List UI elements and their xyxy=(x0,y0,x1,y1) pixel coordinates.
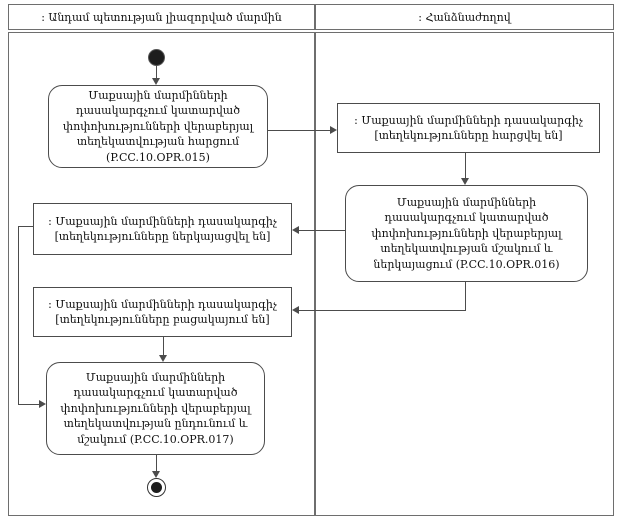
arrowhead-right-icon xyxy=(39,400,46,408)
action-node-opr016: Մաքսային մարմինների դասակարգչում կատարվա… xyxy=(345,185,588,282)
edge-opr016-to-absent-segment-v xyxy=(465,282,466,310)
object-node-classifier-requested-state: [տեղեկությունները հարցվել են] xyxy=(374,129,563,142)
arrowhead-right-icon xyxy=(330,126,337,134)
action-node-opr015: Մաքսային մարմինների դասակարգչում կատարվա… xyxy=(48,85,268,168)
edge-absent-to-opr017 xyxy=(163,337,164,356)
action-node-opr016-label: Մաքսային մարմինների դասակարգչում կատարվա… xyxy=(371,196,562,271)
object-node-classifier-requested: : Մաքսային մարմինների դասակարգիչ [տեղեկո… xyxy=(337,103,600,153)
swimlane-right-title: : Հանձնաժողով xyxy=(418,10,511,24)
arrowhead-left-icon xyxy=(292,306,299,314)
arrowhead-down-icon xyxy=(152,78,160,85)
action-node-opr015-label: Մաքսային մարմինների դասակարգչում կատարվա… xyxy=(62,89,254,164)
edge-opr016-to-presented xyxy=(299,230,345,231)
initial-node xyxy=(148,49,165,66)
edge-opr016-to-absent-segment-h xyxy=(299,310,466,311)
object-node-classifier-presented-title: : Մաքսային մարմինների դասակարգիչ xyxy=(48,214,277,228)
edge-requested-to-opr016 xyxy=(465,153,466,179)
edge-presented-to-opr017-segment-h2 xyxy=(18,404,39,405)
edge-presented-to-opr017-segment-v xyxy=(18,226,19,405)
action-node-opr017-label: Մաքսային մարմինների դասակարգչում կատարվա… xyxy=(60,371,251,446)
arrowhead-down-icon xyxy=(152,471,160,478)
object-node-classifier-presented: : Մաքսային մարմինների դասակարգիչ [տեղեկո… xyxy=(33,203,292,255)
object-node-classifier-absent-title: : Մաքսային մարմինների դասակարգիչ xyxy=(48,297,277,311)
object-node-classifier-absent: : Մաքսային մարմինների դասակարգիչ [տեղեկո… xyxy=(33,287,292,337)
edge-presented-to-opr017-segment-h1 xyxy=(18,226,33,227)
edge-start-to-opr015 xyxy=(156,65,157,79)
edge-opr017-to-final xyxy=(156,455,157,471)
action-node-opr017: Մաքսային մարմինների դասակարգչում կատարվա… xyxy=(46,362,265,455)
swimlane-left-title: : Անդամ պետության լիազորված մարմին xyxy=(41,10,282,24)
swimlane-right-header: : Հանձնաժողով xyxy=(315,4,614,30)
arrowhead-left-icon xyxy=(292,226,299,234)
object-node-classifier-requested-title: : Մաքսային մարմինների դասակարգիչ xyxy=(354,113,583,127)
edge-opr015-to-requested xyxy=(268,130,330,131)
swimlane-left-header: : Անդամ պետության լիազորված մարմին xyxy=(8,4,315,30)
arrowhead-down-icon xyxy=(159,355,167,362)
final-node-dot xyxy=(151,482,162,493)
final-node xyxy=(147,478,166,497)
object-node-classifier-presented-state: [տեղեկությունները ներկայացվել են] xyxy=(54,230,271,243)
arrowhead-down-icon xyxy=(461,178,469,185)
object-node-classifier-absent-state: [տեղեկությունները բացակայում են] xyxy=(55,313,270,326)
